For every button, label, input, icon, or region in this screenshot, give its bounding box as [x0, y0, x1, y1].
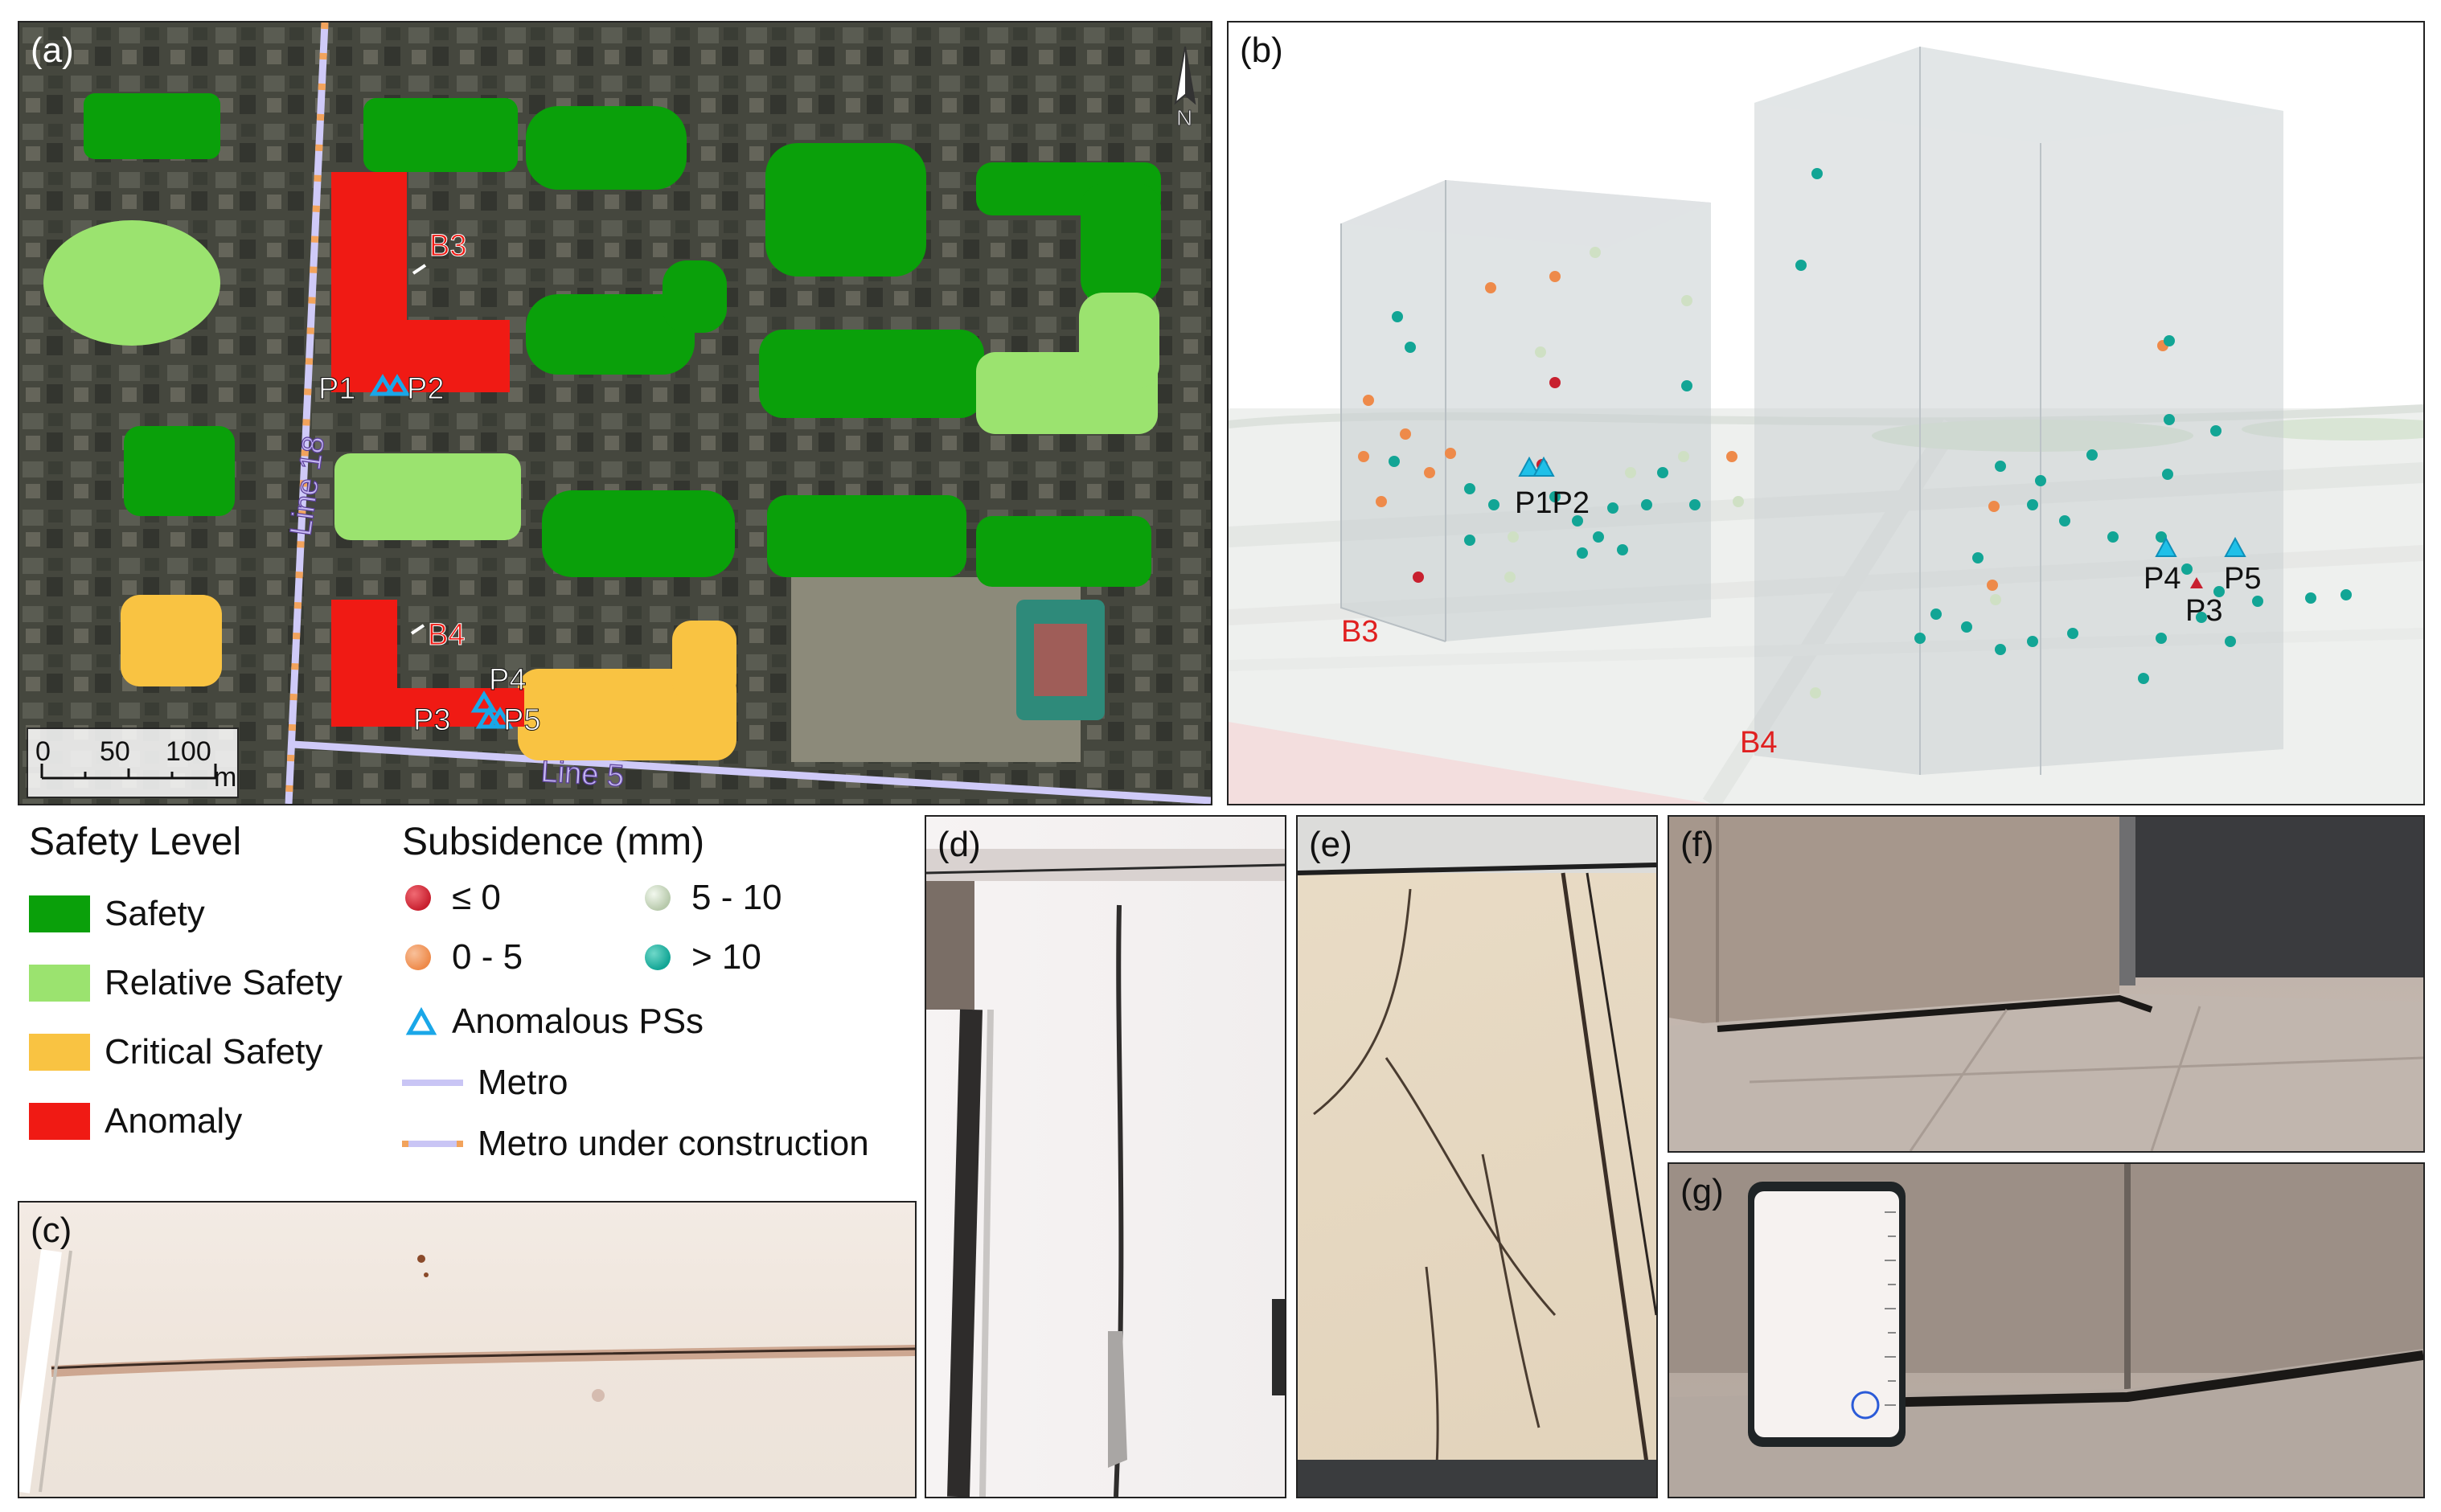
scale-tick-50: 50 — [100, 736, 130, 767]
legend-relative-safety-label: Relative Safety — [105, 963, 343, 1002]
legend-sub-5-10-label: 5 - 10 — [691, 878, 782, 917]
photo-e-panel: (e) — [1296, 815, 1658, 1498]
ps-points-b4 — [1795, 168, 2352, 699]
anomaly-swatch — [29, 1103, 90, 1140]
legend-sub-0-5: 0 - 5 — [405, 937, 523, 977]
p1-label: P1 — [318, 372, 355, 406]
safety-swatch — [29, 895, 90, 932]
legend-sub-gt10: > 10 — [645, 937, 761, 977]
panel-label-d: (d) — [937, 825, 981, 864]
legend-critical-safety-label: Critical Safety — [105, 1032, 323, 1072]
legend-relative-safety: Relative Safety — [29, 963, 343, 1003]
metro-line-swatch — [402, 1080, 463, 1086]
anomalous-ps-markers-3d — [1518, 456, 2246, 557]
scale-bar — [27, 727, 239, 798]
view3d-panel: P1P2 P4 P5 P3 B3 B4 (b) — [1227, 21, 2425, 805]
panel-label-a: (a) — [31, 31, 74, 70]
map-panel: Line 18 Line 5 — [18, 21, 1212, 805]
legend-critical-safety: Critical Safety — [29, 1032, 322, 1072]
critical-safety-buildings — [121, 595, 736, 760]
metro-line-5 — [292, 740, 1211, 804]
subsidence-title: Subsidence (mm) — [402, 821, 705, 863]
relative-safety-buildings — [43, 220, 1159, 540]
legend-safety-label: Safety — [105, 894, 205, 933]
photo-e-image — [1298, 817, 1656, 1497]
photo-d-panel: (d) — [925, 815, 1286, 1498]
photo-g-image — [1669, 1164, 2423, 1497]
legend-anomalous-ps-label: Anomalous PSs — [452, 1002, 704, 1041]
scale-tick-0: 0 — [35, 736, 51, 767]
line5-label: Line 5 — [539, 755, 625, 793]
scale-tick-100: 100 — [166, 736, 211, 767]
legend-metro-construction-label: Metro under construction — [478, 1124, 869, 1163]
anomaly-building-b4 — [331, 600, 524, 727]
map-canvas: Line 18 Line 5 — [19, 23, 1211, 804]
sub-5-10-dot — [645, 885, 671, 911]
b3-label-3d: B3 — [1341, 615, 1378, 649]
b4-label-3d: B4 — [1740, 726, 1777, 760]
critical-safety-swatch — [29, 1034, 90, 1071]
legend-anomalous-ps: Anomalous PSs — [405, 1002, 704, 1042]
b4-label: B4 — [428, 618, 465, 652]
legend-sub-gt10-label: > 10 — [691, 937, 761, 977]
legend-metro-label: Metro — [478, 1063, 568, 1102]
p4-label-3d: P4 — [2144, 562, 2180, 596]
sub-le0-dot — [405, 885, 431, 911]
legend-metro-construction: Metro under construction — [402, 1124, 869, 1164]
p1p2-label-3d: P1P2 — [1515, 486, 1590, 520]
p2-label: P2 — [407, 372, 444, 406]
photo-c-image — [19, 1249, 915, 1494]
p5-label-3d: P5 — [2224, 562, 2261, 596]
panel-label-g: (g) — [1680, 1172, 1724, 1211]
sub-gt10-dot — [645, 944, 671, 970]
view3d-canvas: P1P2 P4 P5 P3 B3 B4 — [1229, 47, 2423, 804]
panel-label-b: (b) — [1240, 31, 1283, 70]
relative-safety-swatch — [29, 965, 90, 1002]
building-b3-box — [1340, 180, 1711, 642]
ps-points-b3 — [1358, 247, 1744, 583]
anomalous-ps-markers — [369, 374, 514, 729]
metro-line-18 — [285, 23, 329, 804]
p3-label-3d: P3 — [2185, 594, 2222, 628]
p4-label: P4 — [489, 663, 526, 697]
photo-f-panel: (f) — [1668, 815, 2425, 1153]
legend-anomaly-label: Anomaly — [105, 1101, 243, 1141]
triangle-icon — [405, 1007, 437, 1035]
legend-sub-le0: ≤ 0 — [405, 878, 501, 918]
photo-c-panel: (c) — [18, 1201, 917, 1498]
legend-sub-le0-label: ≤ 0 — [452, 878, 501, 917]
p5-label: P5 — [503, 703, 540, 737]
b3-label: B3 — [429, 229, 466, 263]
sub-0-5-dot — [405, 944, 431, 970]
p3-label: P3 — [413, 703, 450, 737]
north-label: N — [1176, 105, 1192, 130]
north-arrow-icon — [1174, 46, 1196, 105]
legend-sub-5-10: 5 - 10 — [645, 878, 782, 918]
safety-buildings — [84, 93, 1161, 587]
legend-metro: Metro — [402, 1063, 568, 1103]
safety-level-title: Safety Level — [29, 821, 242, 863]
panel-label-f: (f) — [1680, 825, 1714, 864]
building-b4-box — [1754, 47, 2283, 775]
photo-d-image — [926, 849, 1285, 1497]
photo-g-panel: (g) — [1668, 1162, 2425, 1498]
legend-anomaly: Anomaly — [29, 1101, 242, 1141]
panel-label-c: (c) — [31, 1211, 72, 1250]
photo-f-image — [1669, 817, 2423, 1151]
anomaly-building-b3 — [331, 172, 510, 392]
construction-line-swatch — [402, 1141, 463, 1147]
legend-sub-0-5-label: 0 - 5 — [452, 937, 523, 977]
legend-safety: Safety — [29, 894, 205, 934]
panel-label-e: (e) — [1309, 825, 1352, 864]
scale-unit: m — [214, 762, 236, 793]
